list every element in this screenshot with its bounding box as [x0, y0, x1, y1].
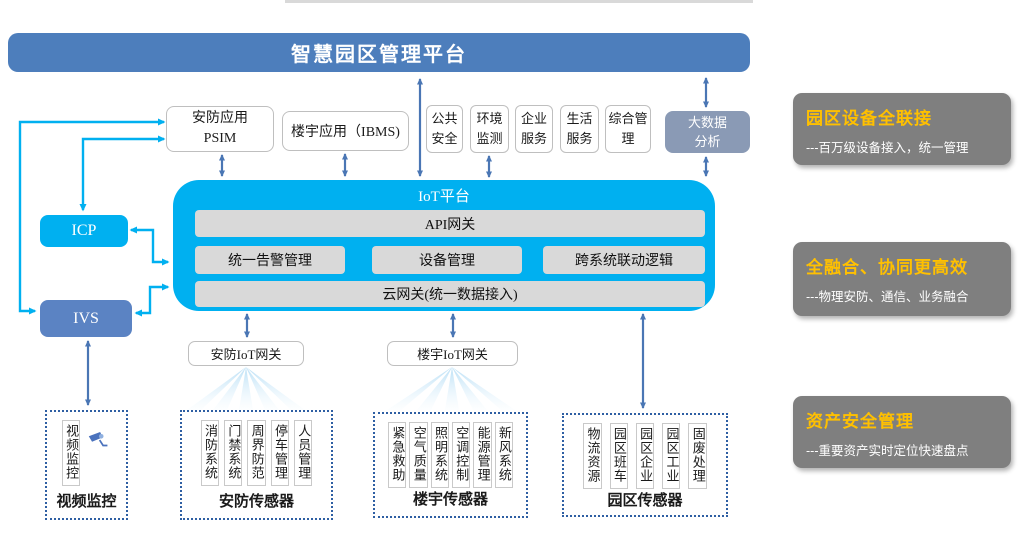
- connector-psim-icp: [79, 135, 166, 212]
- building-gateway-fan-rays: [387, 367, 515, 410]
- benefit-panel-convergence: 全融合、协同更高效 ---物理安防、通信、业务融合: [793, 242, 1011, 316]
- sensor-strip: 周界防范: [247, 420, 266, 486]
- sensor-strip: 消防系统: [200, 420, 220, 486]
- video-monitoring-label: 视频监控: [56, 493, 117, 510]
- sensor-strip: 新风系统: [494, 422, 513, 488]
- benefit-title: 资产安全管理: [806, 412, 914, 431]
- iot-alarm-mgmt-bar: 统一告警管理: [195, 246, 345, 274]
- sensor-strip: 固废处理: [688, 423, 707, 489]
- security-sensors-group: 消防系统 门禁系统 周界防范 停车管理 人员管理 安防传感器: [180, 410, 333, 520]
- benefit-desc: ---物理安防、通信、业务融合: [806, 290, 969, 304]
- iot-platform-title: IoT平台: [418, 189, 470, 205]
- app-integrated-mgmt: 综合管理: [605, 105, 651, 153]
- sensor-strip: 空调控制: [452, 422, 471, 488]
- iot-device-mgmt-bar: 设备管理: [372, 246, 522, 274]
- sensor-strip: 门禁系统: [224, 420, 243, 486]
- app-psim-box: 安防应用 PSIM: [166, 106, 274, 152]
- video-monitoring-group: 视频监控 视频监控: [45, 410, 128, 520]
- app-env-monitoring: 环境监测: [470, 105, 509, 153]
- iot-api-gateway-bar: API网关: [195, 210, 705, 237]
- park-sensors-group: 物流资源 园区班车 园区企业 园区工业 固废处理 园区传感器: [562, 413, 728, 517]
- sensor-strip: 物流资源: [583, 423, 602, 489]
- building-sensors-group: 紧急救助 空气质量 照明系统 空调控制 能源管理 新风系统 楼宇传感器: [373, 412, 528, 518]
- camera-icon: [88, 431, 108, 447]
- icp-node: ICP: [40, 215, 128, 247]
- sensor-strip: 能源管理: [473, 422, 492, 488]
- app-ibms-box: 楼宇应用（IBMS): [282, 111, 409, 151]
- connector-icp-iot: [129, 226, 170, 266]
- app-enterprise-service: 企业服务: [515, 105, 553, 153]
- sensor-strip: 空气质量: [409, 422, 428, 488]
- sensor-strip: 停车管理: [270, 420, 289, 486]
- bigdata-line2: 分析: [694, 134, 721, 149]
- app-public-safety: 公共安全: [426, 105, 463, 153]
- benefit-title: 园区设备全联接: [806, 109, 932, 128]
- connector-iot-ivs: [134, 283, 170, 317]
- building-iot-gateway-box: 楼宇IoT网关: [387, 341, 518, 366]
- security-iot-gateway-box: 安防IoT网关: [188, 341, 304, 366]
- security-sensors-label: 安防传感器: [218, 493, 294, 510]
- park-sensors-label: 园区传感器: [607, 492, 683, 509]
- benefit-title: 全融合、协同更高效: [806, 258, 968, 277]
- benefit-desc: ---重要资产实时定位快速盘点: [806, 444, 969, 458]
- iot-cloud-gateway-bar: 云网关(统一数据接入): [195, 281, 705, 307]
- video-monitoring-strip: 视频监控: [61, 420, 81, 486]
- sensor-strip: 园区工业: [662, 423, 681, 489]
- app-bigdata-box: 大数据 分析: [665, 111, 750, 153]
- psim-label-line1: 安防应用: [192, 110, 248, 126]
- bigdata-line1: 大数据: [687, 114, 727, 130]
- sensor-strip: 紧急救助: [388, 422, 407, 488]
- sensor-strip: 园区班车: [609, 423, 628, 489]
- page-title: 智慧园区管理平台: [8, 33, 750, 72]
- top-crop-sliver: [285, 0, 753, 3]
- sensor-strip: 人员管理: [293, 420, 313, 486]
- benefit-panel-asset-security: 资产安全管理 ---重要资产实时定位快速盘点: [793, 396, 1011, 468]
- sensor-strip: 照明系统: [430, 422, 449, 488]
- app-life-service: 生活服务: [560, 105, 599, 153]
- security-gateway-fan-rays: [187, 367, 305, 410]
- building-sensors-label: 楼宇传感器: [412, 491, 488, 508]
- sensor-strip: 园区企业: [635, 423, 655, 489]
- iot-cross-system-bar: 跨系统联动逻辑: [543, 246, 705, 274]
- ivs-node: IVS: [40, 300, 132, 337]
- benefit-panel-device-connection: 园区设备全联接 ---百万级设备接入，统一管理: [793, 93, 1011, 165]
- psim-label-line2: PSIM: [203, 131, 237, 146]
- benefit-desc: ---百万级设备接入，统一管理: [806, 141, 969, 155]
